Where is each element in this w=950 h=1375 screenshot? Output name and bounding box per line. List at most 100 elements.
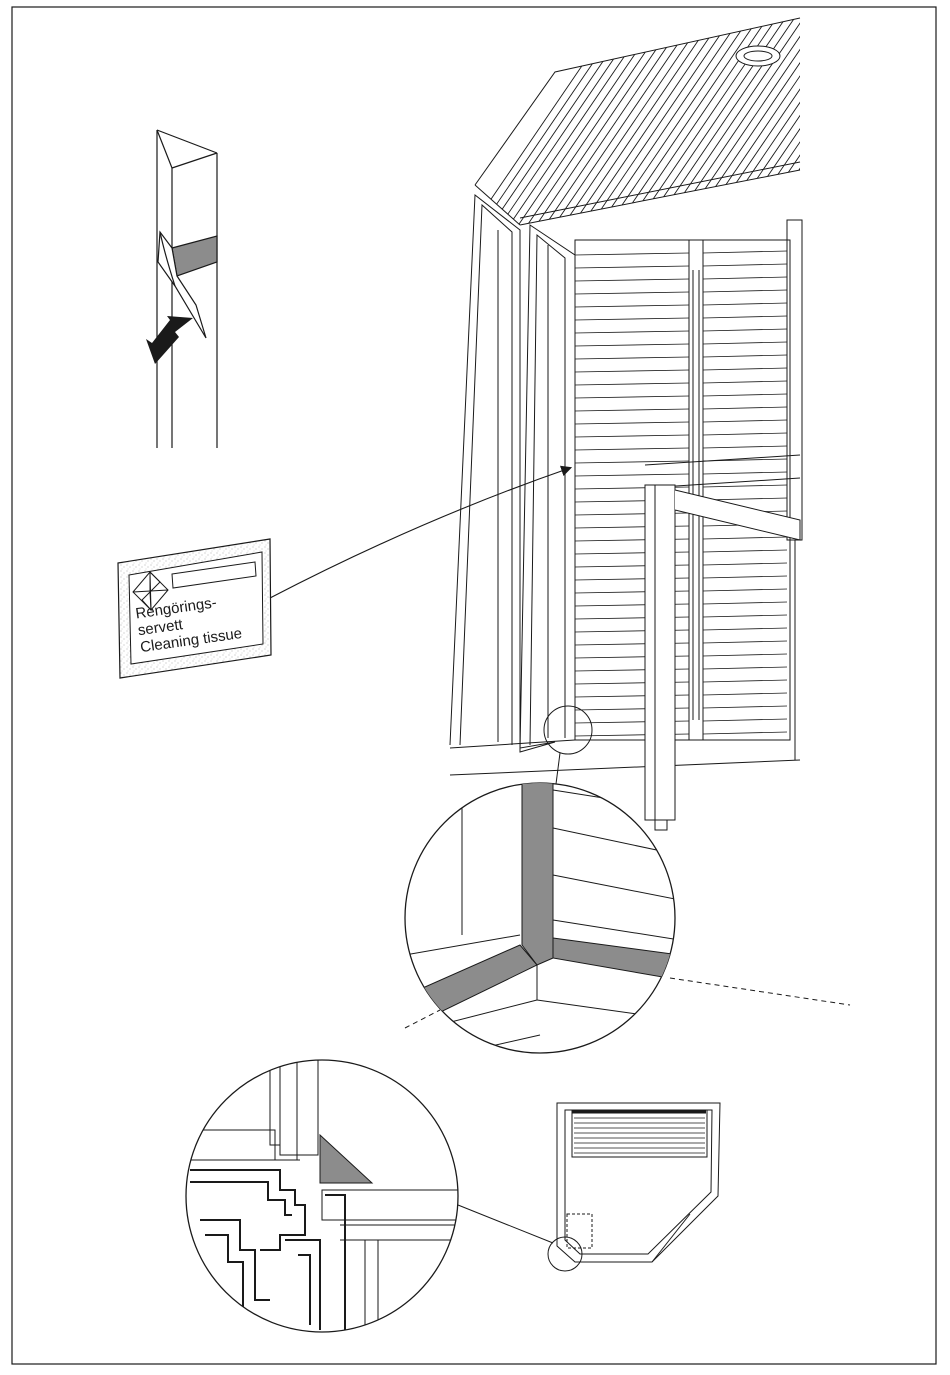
hatch-line <box>703 355 787 357</box>
hatch-line <box>703 290 787 292</box>
hatch-line <box>524 10 674 230</box>
hatch-line <box>794 10 944 230</box>
zoom-leader-line <box>458 1205 553 1243</box>
hatch-line <box>575 266 689 268</box>
hatch-line <box>575 370 689 372</box>
hatch-line <box>703 654 787 656</box>
hatch-line <box>575 331 689 333</box>
hatch-line <box>575 396 689 398</box>
dashed-guide-right <box>670 978 850 1005</box>
dashed-guide-left <box>405 1010 440 1028</box>
hatch-line <box>575 318 689 320</box>
hatch-line <box>470 10 620 230</box>
sauna-floor-plan <box>548 1103 720 1271</box>
hatch-line <box>575 461 689 463</box>
hatch-line <box>703 667 787 669</box>
hatch-line <box>575 305 689 307</box>
hatch-line <box>812 10 950 230</box>
hatch-line <box>506 10 656 230</box>
cleaning-tissue-label-card: Rengörings- servett Cleaning tissue <box>118 539 271 678</box>
ceiling-lamp-icon <box>736 46 780 66</box>
hatch-line <box>542 10 692 230</box>
hatch-line <box>703 615 787 617</box>
hatch-line <box>703 693 787 695</box>
hatch-line <box>703 732 787 734</box>
hatch-line <box>575 279 689 281</box>
gray-tape-strip <box>172 236 217 276</box>
hatch-line <box>731 10 881 230</box>
hatch-line <box>703 316 787 318</box>
hatch-line <box>515 10 665 230</box>
gray-joint-strip-vertical <box>522 780 553 965</box>
hatch-line <box>703 342 787 344</box>
hatch-line <box>575 344 689 346</box>
hatch-line <box>785 10 935 230</box>
hatch-line <box>703 563 787 565</box>
hatch-line <box>703 264 787 266</box>
hatch-line <box>703 641 787 643</box>
peel-direction-arrow <box>146 316 193 364</box>
hatch-line <box>575 292 689 294</box>
hatch-line <box>578 10 728 230</box>
hatch-line <box>703 550 787 552</box>
corner-joint-zoom <box>400 780 850 1060</box>
hatch-line <box>703 329 787 331</box>
sauna-interior-view <box>450 10 950 830</box>
hatch-line <box>575 253 689 255</box>
hatch-line <box>479 10 629 230</box>
hatch-line <box>703 368 787 370</box>
hatch-line <box>668 10 818 230</box>
hatch-line <box>575 409 689 411</box>
hatch-line <box>703 407 787 409</box>
hatch-line <box>703 433 787 435</box>
hatch-line <box>821 10 950 230</box>
hatch-line <box>623 10 773 230</box>
hatch-line <box>650 10 800 230</box>
hatch-line <box>703 381 787 383</box>
hatch-line <box>575 435 689 437</box>
hatch-line <box>749 10 899 230</box>
hatch-line <box>758 10 908 230</box>
hatch-line <box>776 10 926 230</box>
hatch-line <box>703 589 787 591</box>
hatch-line <box>632 10 782 230</box>
zoom-indicator-circle <box>544 706 592 754</box>
ceiling-slats <box>470 10 950 230</box>
hatch-line <box>703 576 787 578</box>
hatch-line <box>703 420 787 422</box>
hatch-line <box>713 10 863 230</box>
hatch-line <box>686 10 836 230</box>
hatch-line <box>575 383 689 385</box>
hatch-line <box>703 303 787 305</box>
hatch-line <box>703 537 787 539</box>
hatch-line <box>575 448 689 450</box>
hatch-line <box>703 277 787 279</box>
hatch-line <box>575 422 689 424</box>
hatch-line <box>703 719 787 721</box>
hatch-line <box>703 628 787 630</box>
profile-section-zoom <box>185 1055 553 1332</box>
hatch-line <box>703 251 787 253</box>
corner-profile-detail <box>157 130 217 448</box>
hatch-line <box>703 446 787 448</box>
hatch-line <box>677 10 827 230</box>
hatch-line <box>703 680 787 682</box>
hatch-line <box>767 10 917 230</box>
hatch-line <box>722 10 872 230</box>
hatch-line <box>575 357 689 359</box>
hatch-line <box>659 10 809 230</box>
hatch-line <box>575 474 689 476</box>
hatch-line <box>695 10 845 230</box>
hatch-line <box>703 472 787 474</box>
hatch-line <box>488 10 638 230</box>
hatch-line <box>614 10 764 230</box>
hatch-line <box>740 10 890 230</box>
hatch-line <box>569 10 719 230</box>
hatch-line <box>703 706 787 708</box>
hatch-line <box>803 10 950 230</box>
hatch-line <box>703 394 787 396</box>
hatch-line <box>596 10 746 230</box>
hatch-line <box>704 10 854 230</box>
